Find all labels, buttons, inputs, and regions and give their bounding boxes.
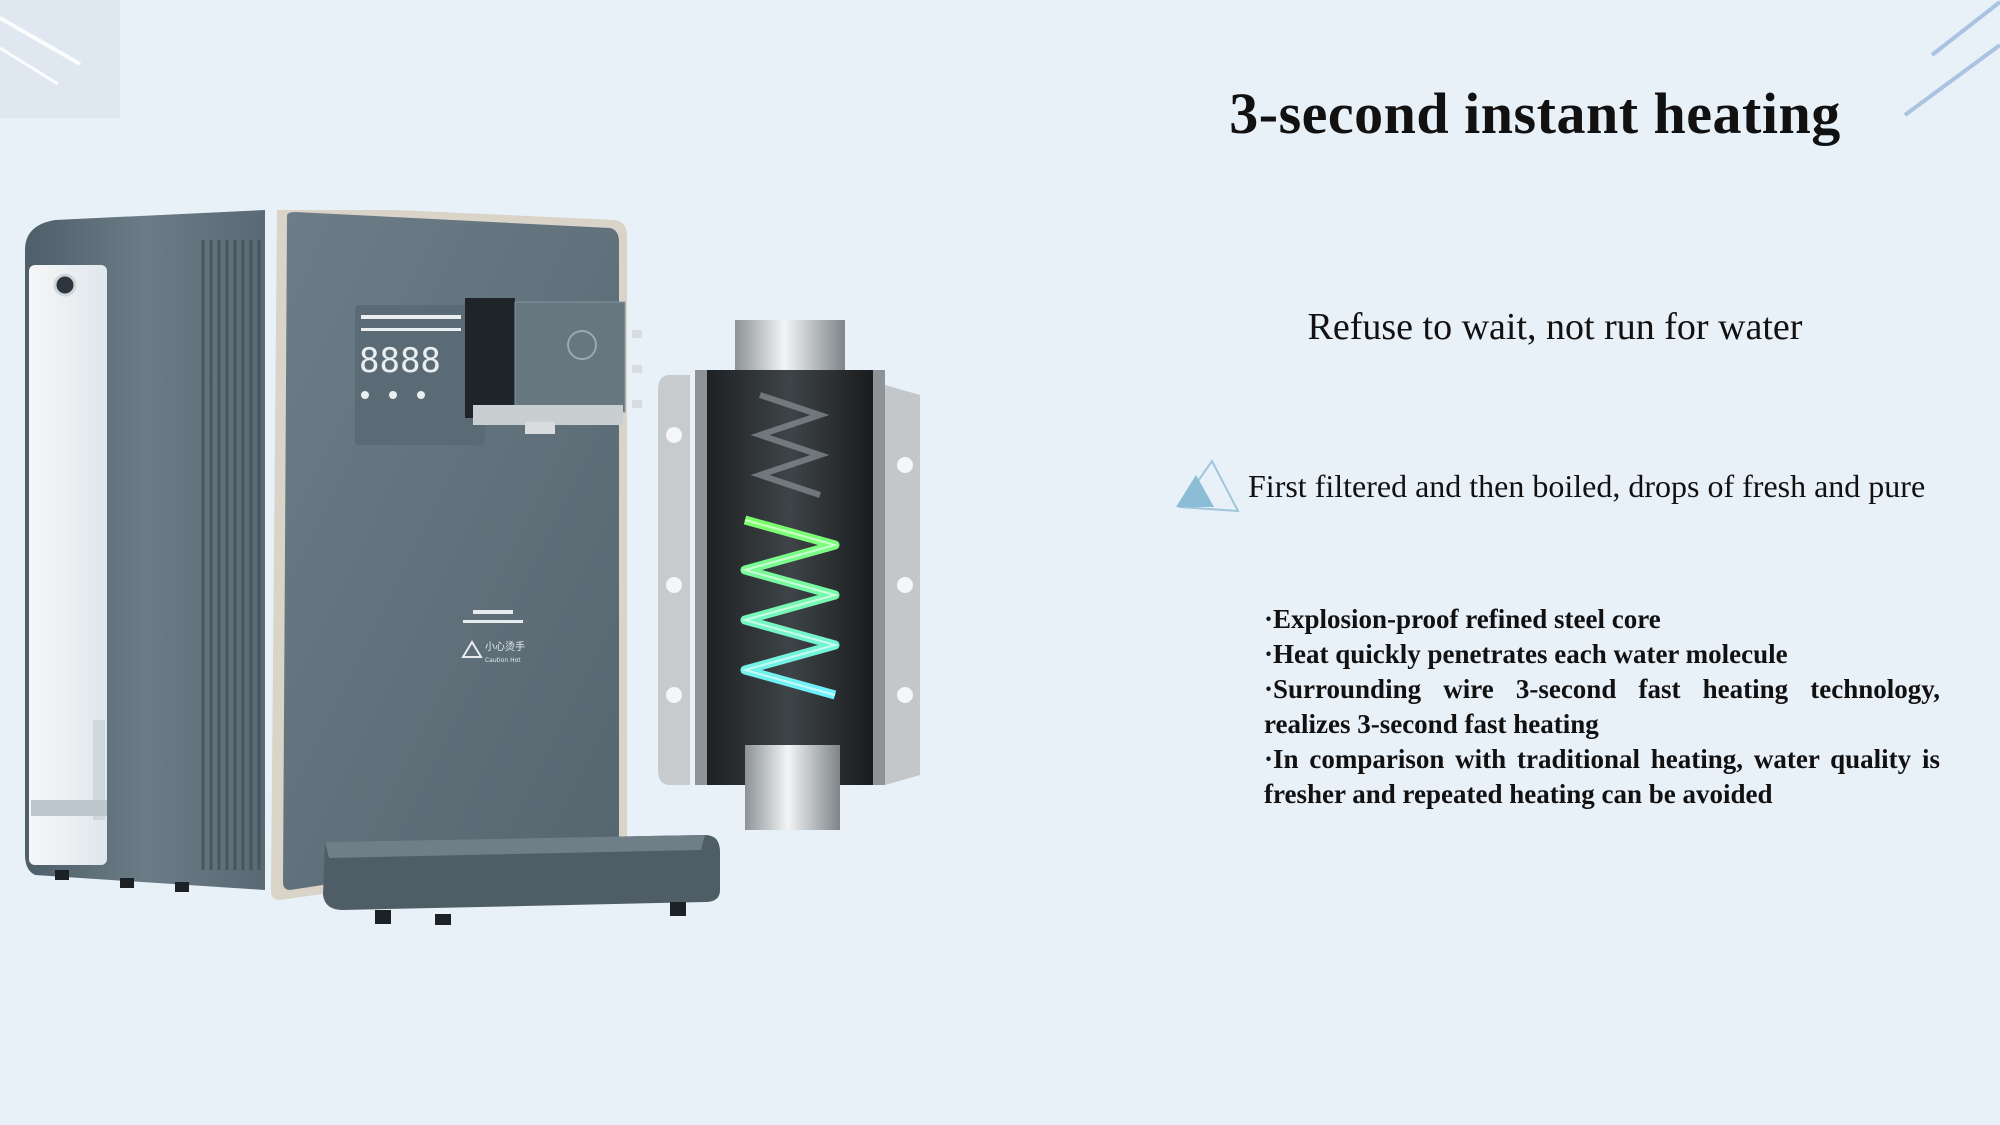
bullet-item: ·Heat quickly penetrates each water mole… bbox=[1264, 639, 1788, 669]
feature-text: First filtered and then boiled, drops of… bbox=[1248, 467, 1926, 504]
bullet-item: ·Explosion-proof refined steel core bbox=[1264, 604, 1661, 634]
feature-line: First filtered and then boiled, drops of… bbox=[1172, 455, 1972, 517]
heating-element-image bbox=[658, 320, 920, 830]
corner-lines-icon bbox=[0, 16, 81, 86]
bullet-item: ·In comparison with traditional heating,… bbox=[1264, 744, 1940, 809]
bullet-list: ·Explosion-proof refined steel core ·Hea… bbox=[1264, 602, 1940, 812]
caution-en-text: Caution Hot bbox=[485, 657, 521, 664]
triangle-icon bbox=[1176, 459, 1240, 513]
bullet-item: ·Surrounding wire 3-second fast heating … bbox=[1264, 674, 1940, 739]
diagonal-lines-icon bbox=[1903, 0, 2000, 117]
slide-title: 3-second instant heating bbox=[1229, 81, 1841, 146]
display-digits: 8888 bbox=[359, 341, 441, 381]
caution-label: 小心烫手 Caution Hot bbox=[461, 610, 525, 664]
water-dispenser-image: 8888 小心烫手 Caution Hot bbox=[25, 210, 720, 925]
slide-subtitle: Refuse to wait, not run for water bbox=[1307, 306, 1803, 348]
corner-decor-panel bbox=[0, 0, 120, 118]
caution-cn-text: 小心烫手 bbox=[485, 640, 525, 653]
